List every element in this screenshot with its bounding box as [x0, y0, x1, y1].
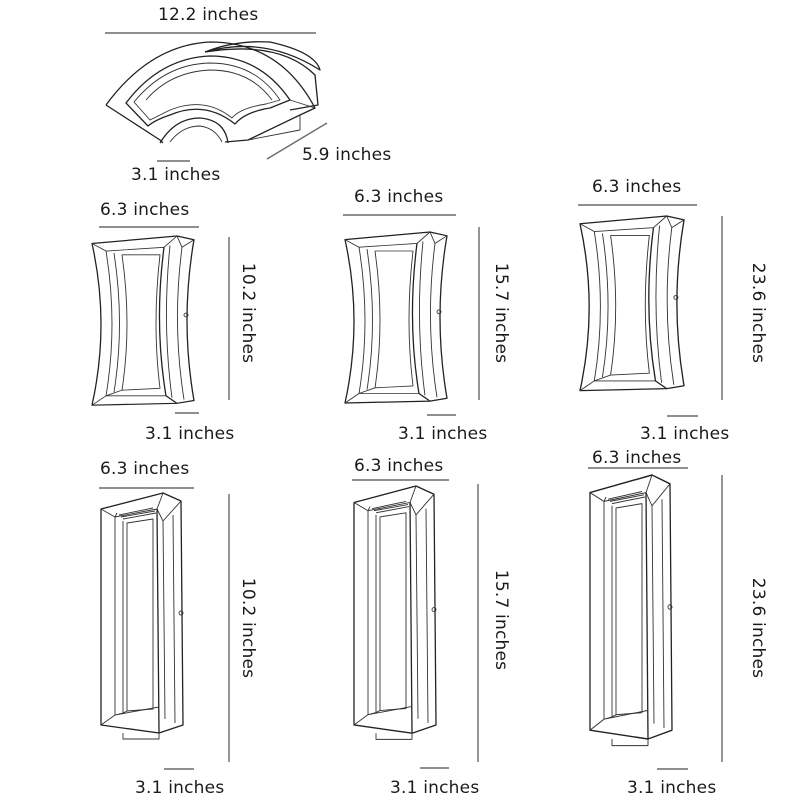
rect-large-height-label: 23.6 inches: [748, 577, 769, 679]
curved-large-height-label: 23.6 inches: [748, 262, 769, 364]
rect-large-fixture-drawing: [589, 474, 673, 747]
curved-large-fixture-drawing: [579, 215, 685, 392]
curved-small-fixture-drawing: [91, 235, 195, 406]
rect-small-height-label: 10.2 inches: [238, 577, 259, 679]
curved-large-width-label: 6.3 inches: [592, 177, 682, 197]
fan-depth-label: 5.9 inches: [302, 145, 392, 165]
fan-bottom-label: 3.1 inches: [131, 165, 221, 185]
curved-medium-depth-label: 3.1 inches: [398, 424, 488, 444]
curved-large-depth-label: 3.1 inches: [640, 424, 730, 444]
curved-small-width-label: 6.3 inches: [100, 200, 190, 220]
fan-depth-dimension-line: [266, 122, 328, 160]
curved-medium-fixture-drawing: [344, 231, 448, 404]
rect-medium-depth-label: 3.1 inches: [390, 778, 480, 798]
fan-fixture-drawing: [105, 32, 328, 162]
rect-medium-height-label: 15.7 inches: [491, 569, 512, 671]
fan-width-label: 12.2 inches: [158, 5, 259, 25]
rect-small-width-label: 6.3 inches: [100, 459, 190, 479]
rect-small-fixture-drawing: [100, 492, 184, 740]
rect-medium-fixture-drawing: [353, 485, 437, 741]
curved-small-depth-label: 3.1 inches: [145, 424, 235, 444]
curved-medium-width-label: 6.3 inches: [354, 187, 444, 207]
rect-medium-width-label: 6.3 inches: [354, 456, 444, 476]
curved-small-height-label: 10.2 inches: [238, 262, 259, 364]
rect-large-width-label: 6.3 inches: [592, 448, 682, 468]
rect-small-depth-label: 3.1 inches: [135, 778, 225, 798]
rect-large-depth-label: 3.1 inches: [627, 778, 717, 798]
curved-medium-height-label: 15.7 inches: [491, 262, 512, 364]
